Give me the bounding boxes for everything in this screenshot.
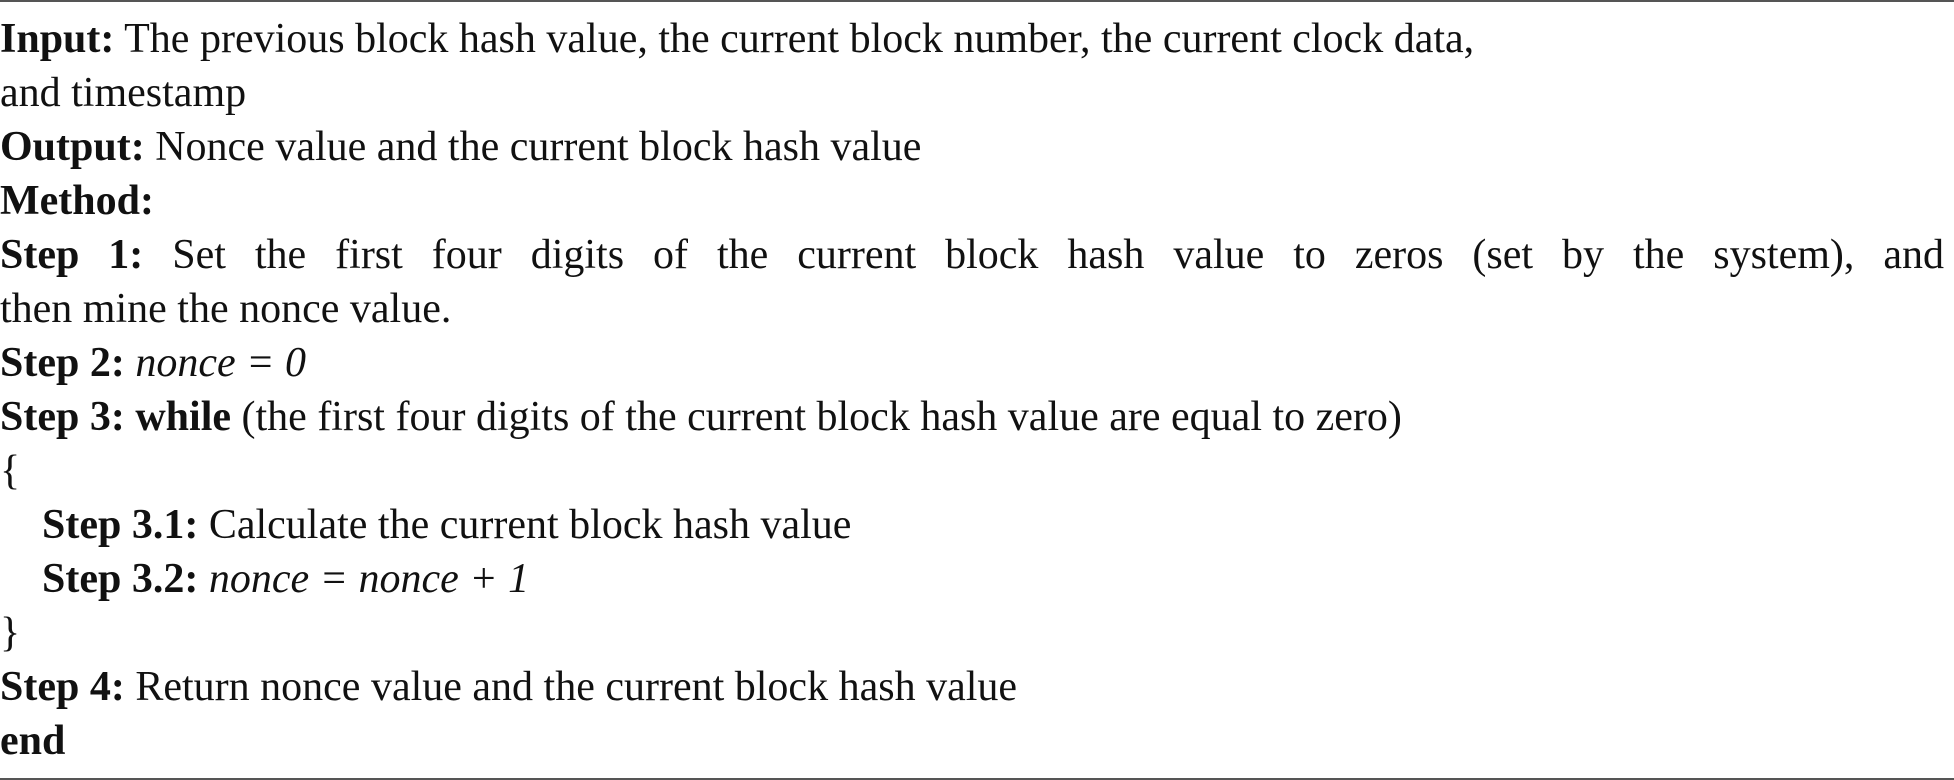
step-1-label: Step 1:	[0, 232, 144, 278]
end-line: end	[0, 714, 1954, 768]
step-2-expression: nonce = 0	[135, 340, 306, 386]
step-3-2-expression: nonce = nonce + 1	[208, 556, 530, 602]
end-label: end	[0, 718, 66, 764]
open-brace-line: {	[0, 444, 1954, 498]
open-brace: {	[0, 448, 21, 494]
step-2-line: Step 2: nonce = 0	[0, 336, 1954, 390]
close-brace-line: }	[0, 606, 1954, 660]
close-brace: }	[0, 610, 21, 656]
step-4-label: Step 4:	[0, 664, 125, 710]
step-3-label: Step 3:	[0, 394, 125, 440]
step-4-text: Return nonce value and the current block…	[135, 664, 1018, 710]
step-3-2-label: Step 3.2:	[42, 556, 199, 602]
step-1-text-continued: then mine the nonce value.	[0, 286, 452, 332]
method-label: Method:	[0, 178, 154, 224]
input-line: Input: The previous block hash value, th…	[0, 12, 1954, 66]
input-line-continued: and timestamp	[0, 66, 1954, 120]
output-label: Output:	[0, 124, 145, 170]
step-1-text: Set the first four digits of the current…	[172, 232, 1945, 278]
step-2-label: Step 2:	[0, 340, 125, 386]
step-1-line-continued: then mine the nonce value.	[0, 282, 1954, 336]
step-3-1-line: Step 3.1: Calculate the current block ha…	[0, 498, 1954, 552]
output-text: Nonce value and the current block hash v…	[155, 124, 922, 170]
while-keyword: while	[135, 394, 232, 440]
output-line: Output: Nonce value and the current bloc…	[0, 120, 1954, 174]
input-text: The previous block hash value, the curre…	[124, 16, 1475, 62]
method-line: Method:	[0, 174, 1954, 228]
step-1-line: Step 1: Set the first four digits of the…	[0, 228, 1944, 282]
step-3-1-label: Step 3.1:	[42, 502, 199, 548]
step-4-line: Step 4: Return nonce value and the curre…	[0, 660, 1954, 714]
input-label: Input:	[0, 16, 115, 62]
step-3-condition: (the first four digits of the current bl…	[241, 394, 1402, 440]
input-text-continued: and timestamp	[0, 70, 247, 116]
step-3-1-text: Calculate the current block hash value	[208, 502, 852, 548]
step-3-2-line: Step 3.2: nonce = nonce + 1	[0, 552, 1954, 606]
step-3-line: Step 3: while (the first four digits of …	[0, 390, 1954, 444]
